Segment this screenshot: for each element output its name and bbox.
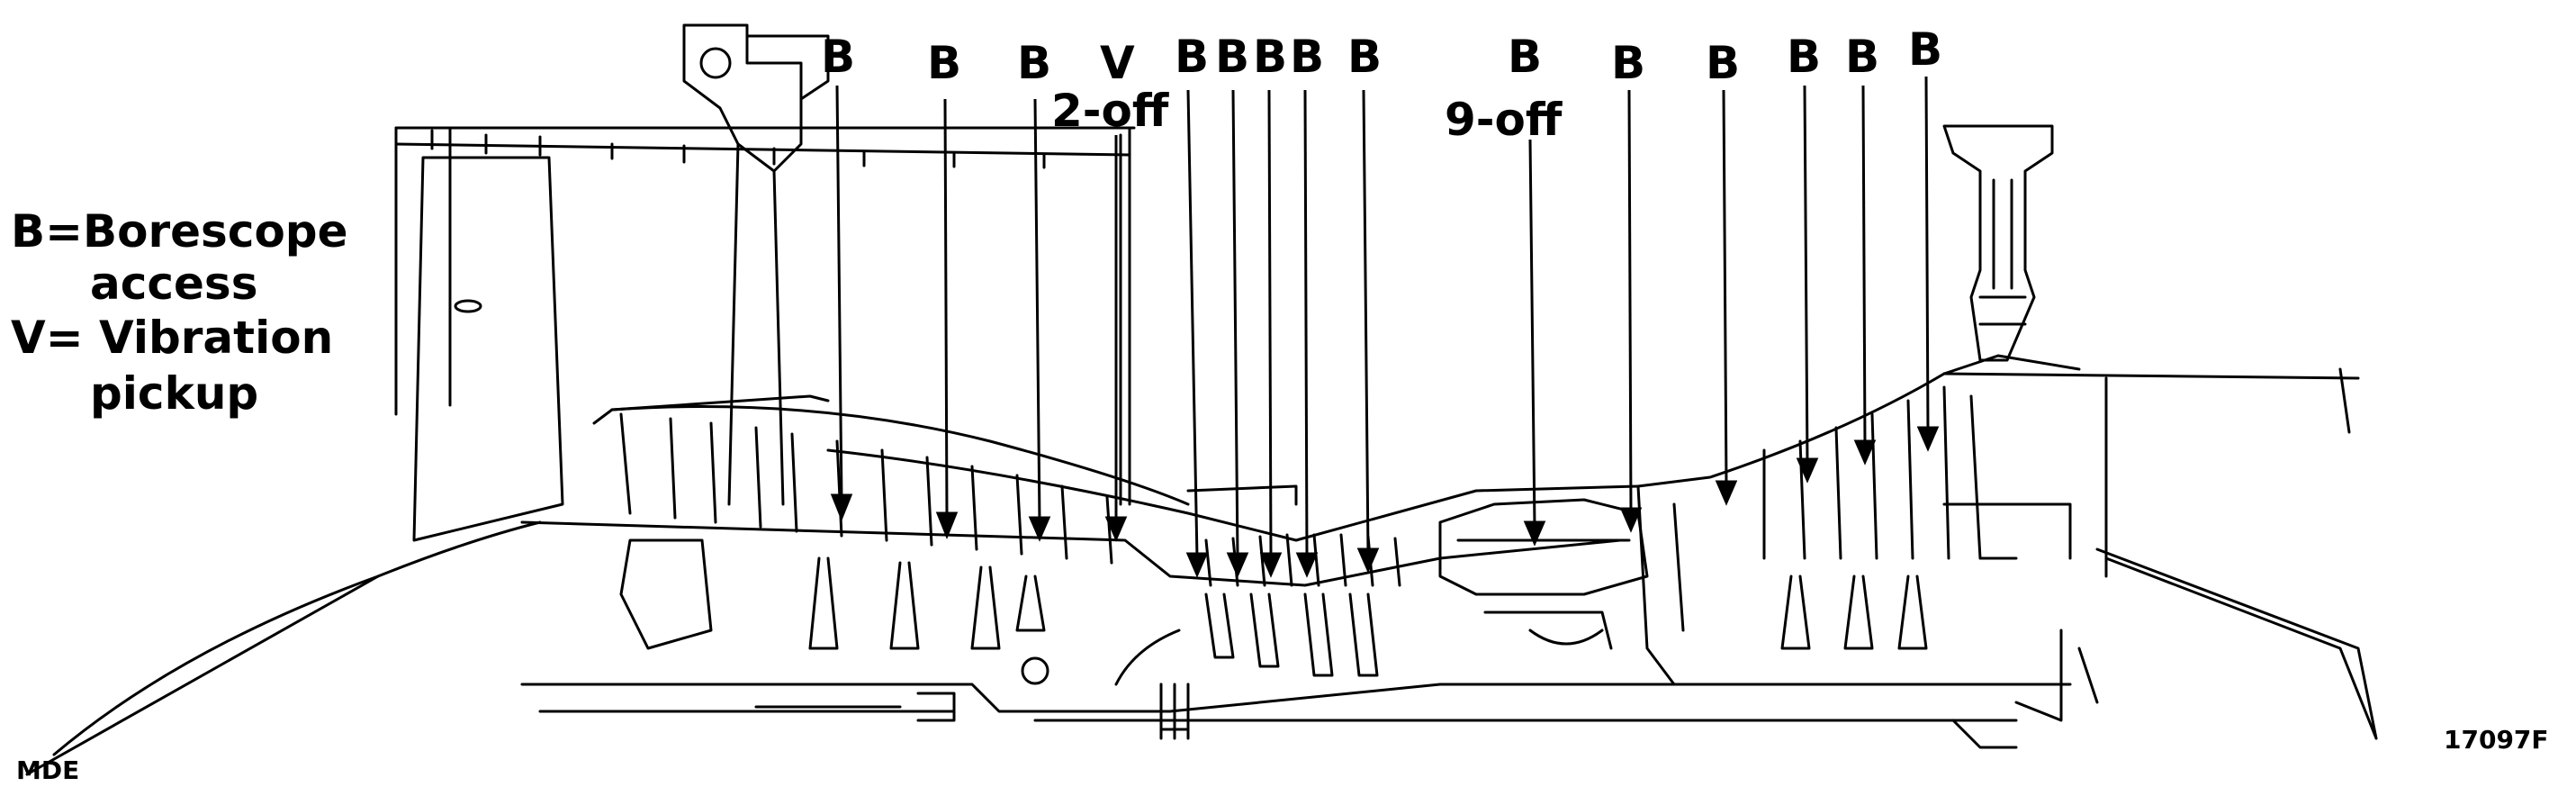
arrow-b8 bbox=[1356, 89, 1380, 574]
legend-v-eq: = bbox=[45, 312, 84, 364]
arrow-b3 bbox=[1028, 98, 1051, 542]
note-nine-off: 9-off bbox=[1445, 94, 1563, 146]
arrow-b4 bbox=[1185, 89, 1209, 578]
inlet-spinner bbox=[25, 520, 542, 776]
callout-b-8: B bbox=[1347, 31, 1383, 83]
callout-b-14: B bbox=[1908, 23, 1943, 76]
forward-mount bbox=[682, 23, 830, 506]
arrow-b12 bbox=[1796, 85, 1819, 484]
callout-b-12: B bbox=[1787, 31, 1822, 83]
aft-mount bbox=[1942, 124, 2054, 362]
arrow-b9 bbox=[1523, 139, 1546, 547]
callout-b-13: B bbox=[1845, 31, 1880, 83]
callout-b-2: B bbox=[927, 37, 962, 89]
legend-v-text-2: pickup bbox=[90, 367, 259, 420]
arrow-b2 bbox=[935, 98, 959, 540]
arrow-b11 bbox=[1715, 89, 1738, 506]
lp-compressor-stages bbox=[619, 412, 1113, 650]
arrow-b5 bbox=[1226, 89, 1249, 578]
arrow-v bbox=[1104, 135, 1128, 542]
arrow-b13 bbox=[1853, 85, 1877, 466]
callout-b-3: B bbox=[1017, 37, 1052, 89]
note-two-off: 2-off bbox=[1051, 85, 1169, 137]
callout-b-1: B bbox=[821, 31, 856, 83]
callout-b-7: B bbox=[1290, 31, 1325, 83]
fan-casing bbox=[394, 126, 1136, 506]
arrow-b10 bbox=[1619, 89, 1643, 533]
legend-b-row: B=Borescope bbox=[11, 209, 348, 254]
arrow-b6 bbox=[1259, 89, 1283, 578]
callout-b-5: B bbox=[1215, 31, 1250, 83]
code-left: MDE bbox=[16, 755, 80, 785]
legend-v-text-1: Vibration bbox=[99, 312, 334, 364]
legend-b-text-2: access bbox=[90, 258, 258, 310]
turbine-stages bbox=[1636, 385, 2072, 686]
callout-b-11: B bbox=[1706, 37, 1741, 89]
arrow-b7 bbox=[1295, 89, 1319, 578]
legend-v-row: V= Vibration bbox=[11, 315, 333, 360]
arrow-b1 bbox=[830, 85, 853, 522]
callout-b-10: B bbox=[1611, 37, 1646, 89]
main-shaft bbox=[754, 683, 1190, 740]
combustor bbox=[1438, 498, 1649, 650]
callout-b-9: B bbox=[1508, 31, 1543, 83]
compressor-outer-flowpath bbox=[592, 354, 2360, 542]
callout-arrows bbox=[830, 76, 1940, 578]
legend-b-text-1: Borescope bbox=[83, 205, 348, 258]
callout-b-6: B bbox=[1253, 31, 1288, 83]
legend-b-eq: = bbox=[45, 205, 84, 258]
callout-v: V bbox=[1100, 37, 1135, 89]
code-right: 17097F bbox=[2444, 725, 2549, 755]
exhaust-cone bbox=[1951, 376, 2378, 749]
arrow-b14 bbox=[1916, 76, 1940, 452]
fan-blade bbox=[412, 156, 564, 542]
legend-v-key: V bbox=[11, 312, 46, 364]
hp-compressor-stages bbox=[1021, 533, 1401, 731]
callout-b-4: B bbox=[1175, 31, 1210, 83]
legend-b-key: B bbox=[11, 205, 46, 258]
